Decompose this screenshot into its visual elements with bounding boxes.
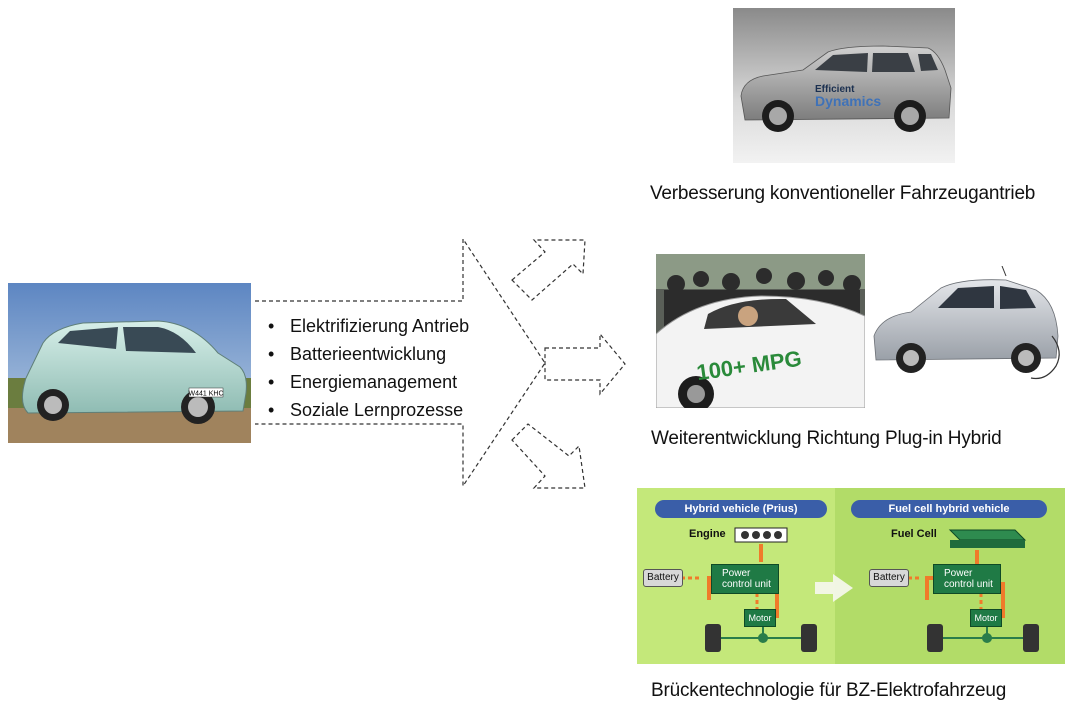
diagram-header-fuelcell: Fuel cell hybrid vehicle [851, 500, 1047, 518]
bmw-efficient-dynamics-photo: Efficient Dynamics [733, 8, 955, 163]
caption-fuelcell: Brückentechnologie für BZ-Elektrofahrzeu… [651, 680, 1007, 701]
motor-box-right: Motor [970, 609, 1002, 627]
pcu-label-line1: Power [722, 568, 751, 579]
mpg-car-photo: 100+ MPG [656, 254, 865, 408]
battery-box-left: Battery [643, 569, 683, 587]
pcu-box-right: Power control unit [933, 564, 1001, 594]
motor-box-left: Motor [744, 609, 776, 627]
fuelcell-diagram: Hybrid vehicle (Prius) Fuel cell hybrid … [637, 488, 1065, 664]
license-plate: W441 KHC [188, 391, 223, 398]
prius-plugin-photo [866, 266, 1066, 392]
bullet-item: Soziale Lernprozesse [268, 396, 469, 424]
pcu-label-line1: Power [944, 568, 973, 579]
development-bullets: Elektrifizierung Antrieb Batterieentwick… [268, 312, 469, 424]
pcu-label-line2: control unit [944, 579, 993, 590]
efficient-logo-text: Efficient [815, 84, 855, 95]
bullet-item: Elektrifizierung Antrieb [268, 312, 469, 340]
bullet-item: Batterieentwicklung [268, 340, 469, 368]
caption-plugin-hybrid: Weiterentwicklung Richtung Plug-in Hybri… [651, 428, 1002, 449]
pcu-label-line2: control unit [722, 579, 771, 590]
dynamics-logo-text: Dynamics [815, 93, 881, 109]
fuelcell-label: Fuel Cell [891, 528, 937, 540]
caption-conventional: Verbesserung konventioneller Fahrzeugant… [650, 183, 1036, 204]
pcu-box-left: Power control unit [711, 564, 779, 594]
engine-label: Engine [689, 528, 726, 540]
diagram-header-hybrid: Hybrid vehicle (Prius) [655, 500, 827, 518]
battery-box-right: Battery [869, 569, 909, 587]
prius-photo: W441 KHC [8, 283, 251, 443]
bullet-item: Energiemanagement [268, 368, 469, 396]
